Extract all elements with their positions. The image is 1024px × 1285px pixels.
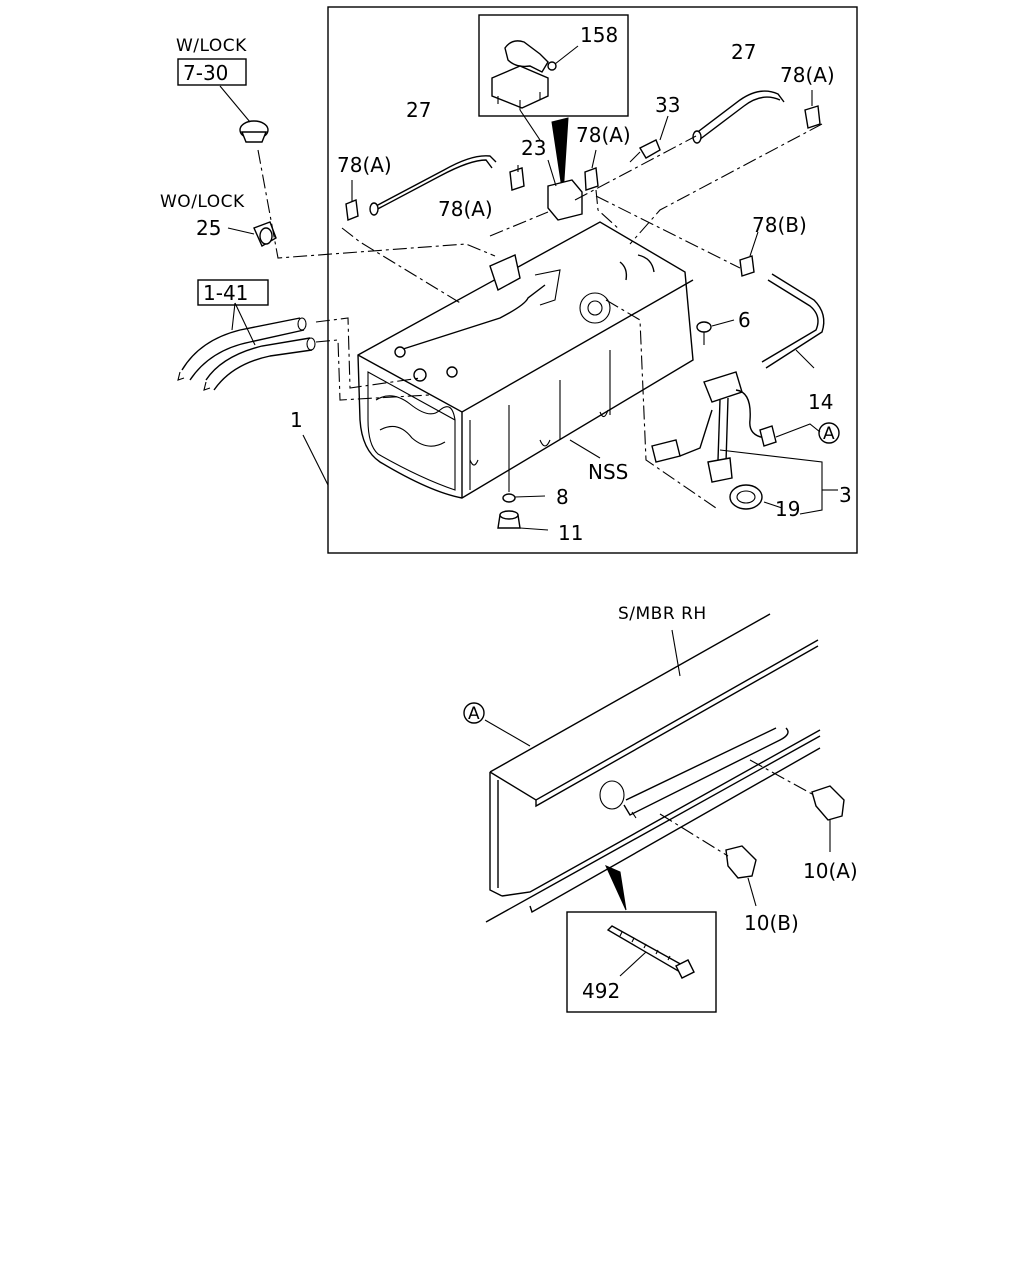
label-part-23: 23 bbox=[521, 136, 546, 160]
label-part-78a-1: 78(A) bbox=[337, 153, 392, 177]
inset-pointer bbox=[551, 117, 569, 196]
valve-23 bbox=[547, 159, 583, 221]
main-frame bbox=[327, 6, 858, 554]
label-part-33: 33 bbox=[655, 93, 680, 117]
side-member-rh bbox=[485, 613, 821, 923]
label-part-6: 6 bbox=[738, 308, 751, 332]
label-part-78a-2: 78(A) bbox=[438, 197, 493, 221]
callout-a-lower bbox=[463, 702, 485, 724]
fuel-tank bbox=[357, 221, 694, 499]
screw-6 bbox=[696, 319, 735, 345]
label-part-158: 158 bbox=[580, 23, 618, 47]
clip-10a bbox=[811, 785, 845, 821]
label-part-10a: 10(A) bbox=[803, 859, 858, 883]
label-part-78b: 78(B) bbox=[752, 213, 807, 237]
inset-158 bbox=[478, 14, 629, 117]
label-callout-a-upper: A bbox=[823, 424, 835, 444]
ref-box-1-41 bbox=[197, 279, 269, 306]
locking-cap bbox=[239, 120, 269, 143]
non-locking-cap bbox=[253, 221, 277, 247]
inset-pointer-492 bbox=[605, 865, 627, 911]
label-part-492: 492 bbox=[582, 979, 620, 1003]
ref-box-7-30 bbox=[177, 58, 247, 86]
label-callout-a-lower: A bbox=[468, 704, 480, 724]
label-w-lock: W/LOCK bbox=[176, 36, 247, 56]
vent-hoses bbox=[369, 90, 825, 369]
filler-hoses bbox=[177, 317, 316, 391]
label-part-10b: 10(B) bbox=[744, 911, 799, 935]
label-part-11: 11 bbox=[558, 521, 583, 545]
inset-492 bbox=[566, 911, 717, 1013]
label-nss: NSS bbox=[588, 460, 628, 484]
label-part-19: 19 bbox=[775, 497, 800, 521]
fuel-sender bbox=[651, 371, 777, 510]
drain-plug bbox=[497, 405, 521, 529]
label-ref-7-30: 7-30 bbox=[183, 61, 228, 85]
label-part-3: 3 bbox=[839, 483, 852, 507]
label-wo-lock: WO/LOCK bbox=[160, 192, 245, 212]
label-part-27-left: 27 bbox=[406, 98, 431, 122]
label-part-14: 14 bbox=[808, 390, 833, 414]
hose-clamps bbox=[345, 90, 821, 277]
label-part-27-right: 27 bbox=[731, 40, 756, 64]
label-ref-1-41: 1-41 bbox=[203, 281, 248, 305]
label-s-mbr-rh: S/MBR RH bbox=[618, 604, 707, 624]
clip-10b bbox=[725, 845, 757, 879]
label-part-25: 25 bbox=[196, 216, 221, 240]
label-part-1: 1 bbox=[290, 408, 303, 432]
label-part-78a-4: 78(A) bbox=[780, 63, 835, 87]
label-part-8: 8 bbox=[556, 485, 569, 509]
label-part-78a-3: 78(A) bbox=[576, 123, 631, 147]
callout-a-upper bbox=[818, 422, 840, 444]
bolt-33 bbox=[629, 115, 669, 163]
